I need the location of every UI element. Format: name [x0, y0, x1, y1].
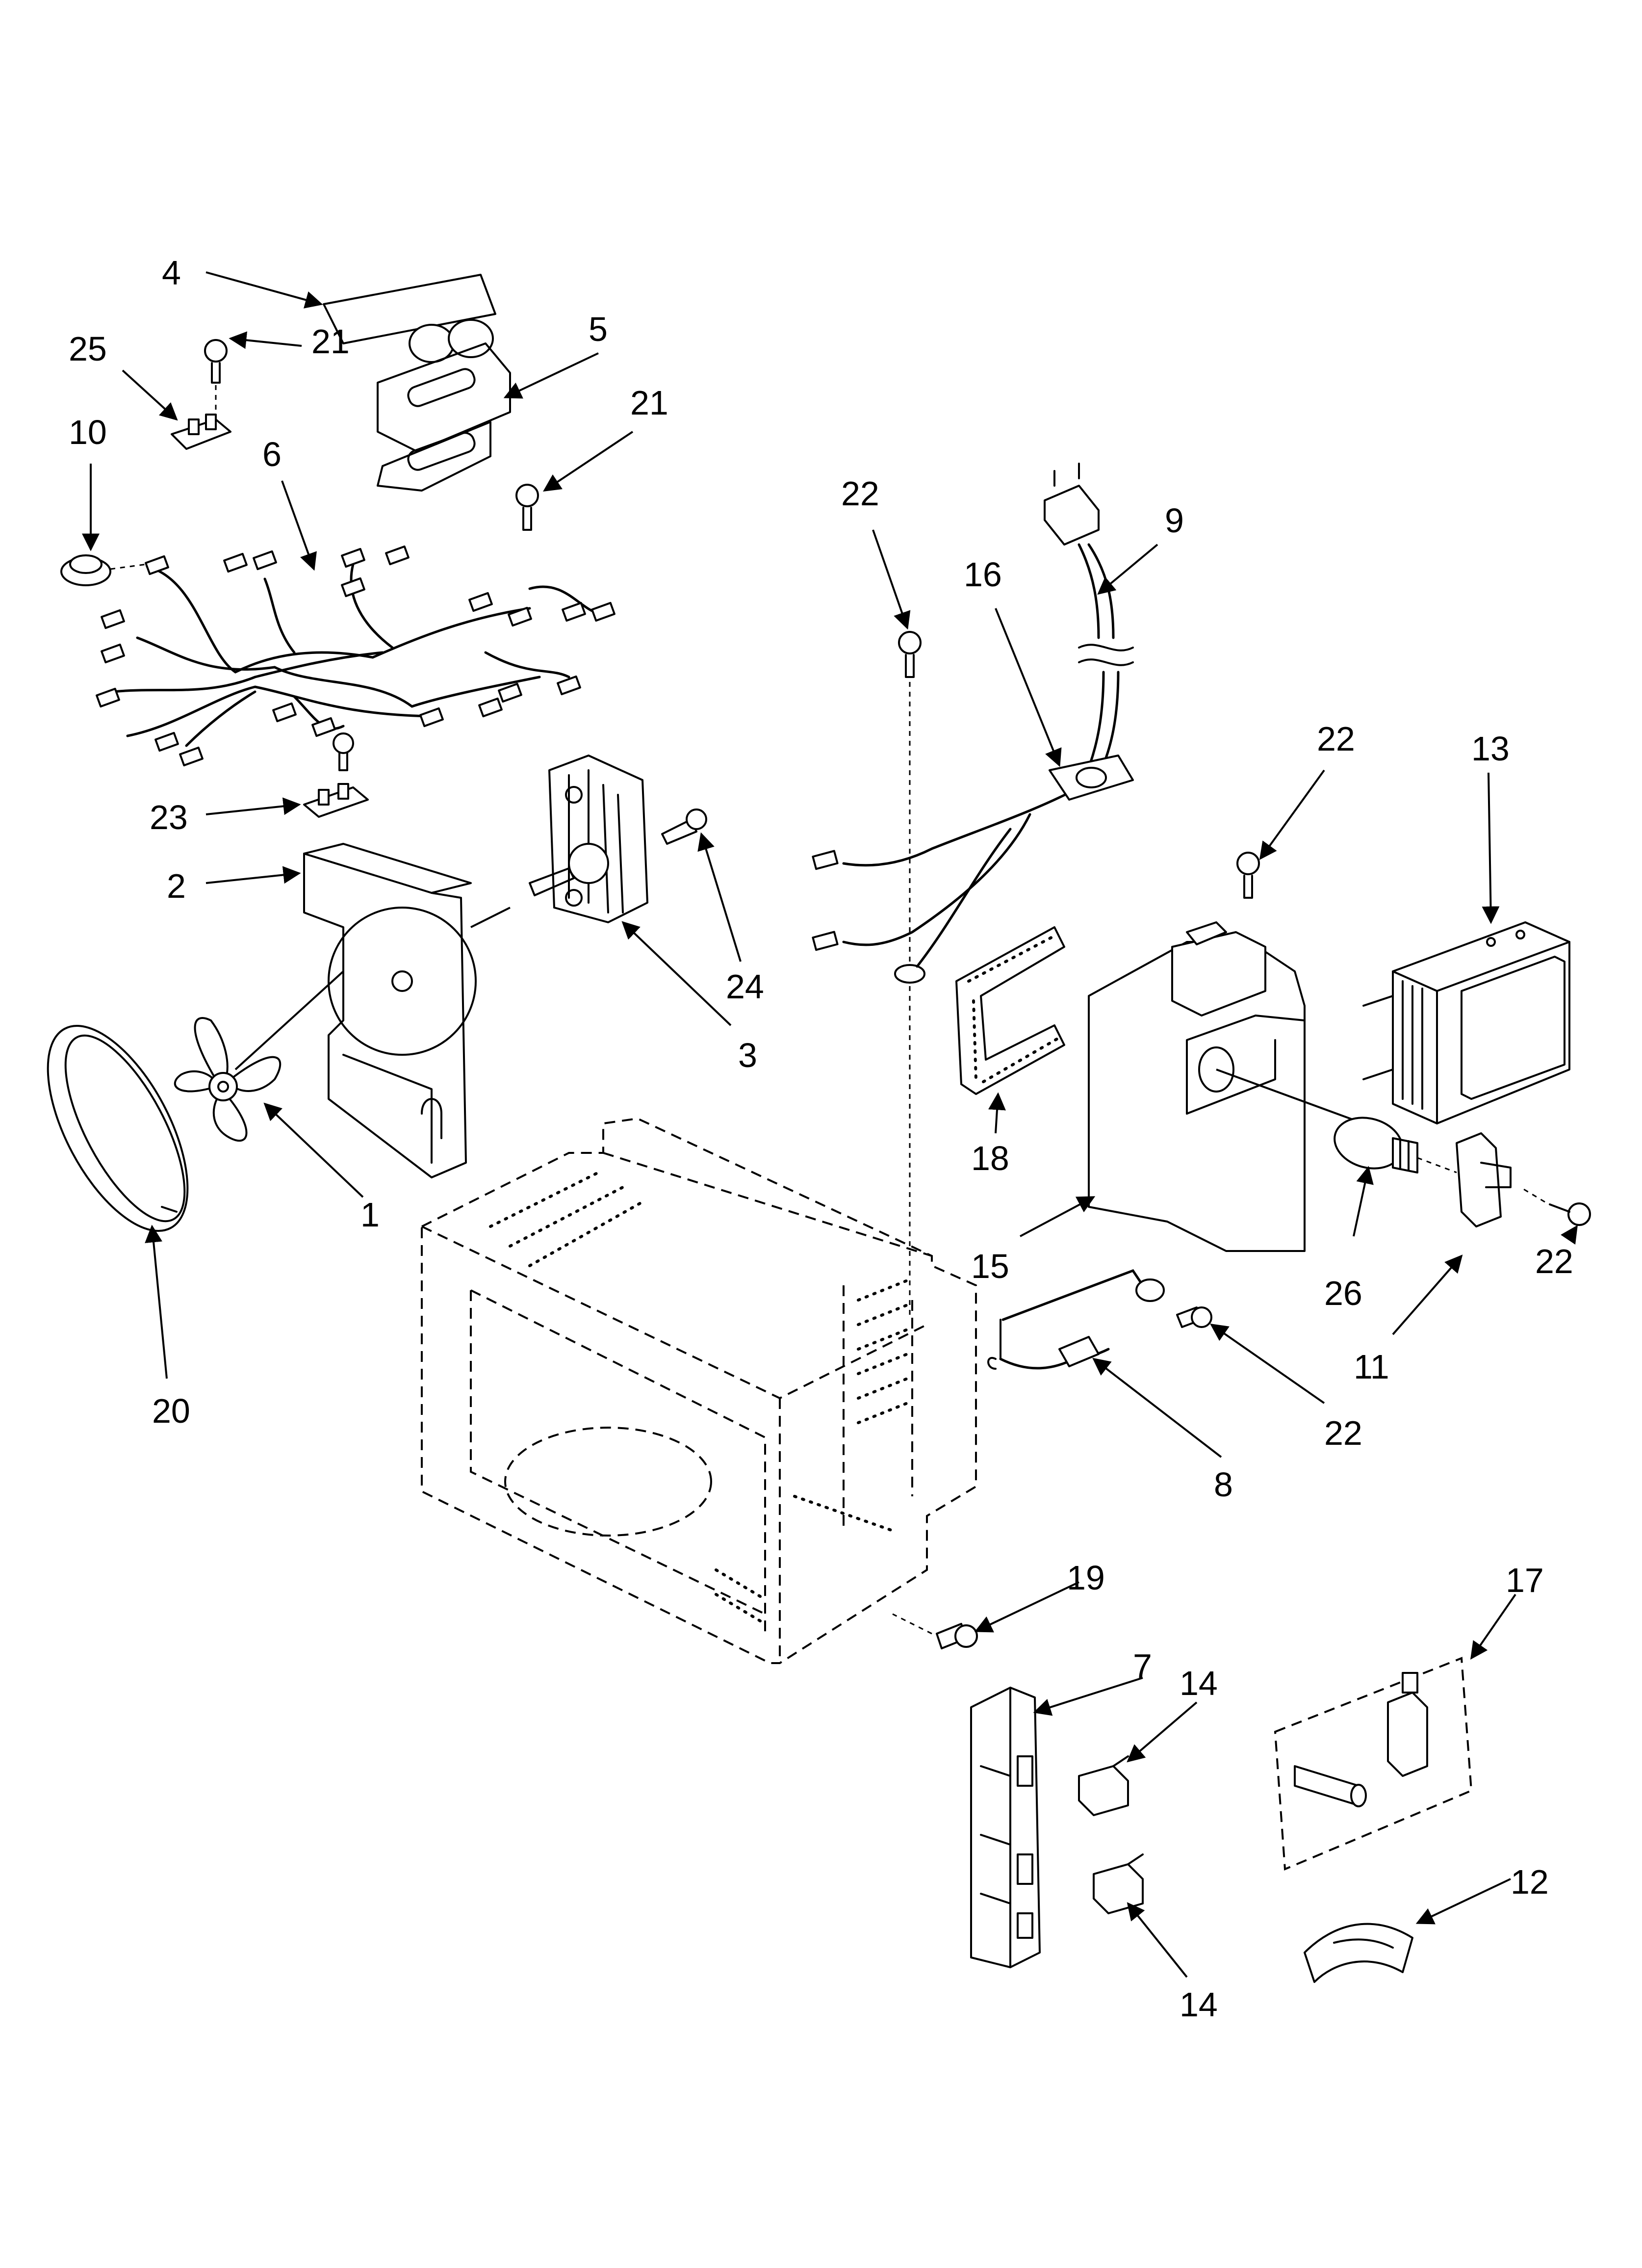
callout-22: 22 [841, 474, 879, 513]
part-magnetron [1362, 921, 1570, 1124]
part-screw-22d [1176, 1306, 1212, 1328]
part-screw-22c [1520, 1186, 1591, 1226]
callout-6: 6 [262, 435, 282, 473]
callout-12: 12 [1511, 1863, 1549, 1901]
part-fan-shroud [47, 1025, 189, 1232]
callout-3: 3 [738, 1036, 757, 1074]
part-screw-24 [661, 808, 707, 845]
shaft-alignment-line [470, 907, 511, 928]
part-power-cord [812, 463, 1134, 968]
part-thermostat [60, 554, 111, 586]
oven-chassis-outline [421, 1117, 977, 1664]
callout-18: 18 [971, 1139, 1009, 1177]
callout-labels: 4 25 21 5 21 10 6 22 9 16 22 13 23 2 24 … [69, 254, 1573, 2024]
callout-21: 21 [311, 322, 350, 361]
callout-11: 11 [1354, 1348, 1389, 1386]
part-fan-bracket [303, 843, 477, 1178]
callout-16: 16 [964, 555, 1002, 594]
part-fan-motor [529, 755, 648, 923]
part-screw-21a [204, 339, 228, 422]
callout-15: 15 [971, 1247, 1009, 1285]
callout-4: 4 [162, 254, 181, 292]
callout-2: 2 [167, 867, 186, 905]
part-wire-harness [96, 545, 616, 767]
callout-17: 17 [1506, 1561, 1544, 1599]
callout-7: 7 [1133, 1647, 1152, 1685]
part-capacitor-bracket [377, 342, 511, 492]
part-latch-bracket [970, 1687, 1041, 1968]
part-screw-22a [894, 631, 925, 1315]
callout-21: 21 [630, 384, 668, 422]
callout-22: 22 [1535, 1242, 1573, 1280]
part-relay-25 [171, 414, 231, 450]
part-service-kit [1274, 1657, 1473, 1871]
callout-20: 20 [152, 1392, 190, 1430]
part-screw-21b [515, 484, 539, 531]
callout-22: 22 [1317, 720, 1355, 758]
callout-5: 5 [589, 310, 608, 348]
callout-26: 26 [1324, 1274, 1362, 1312]
part-cover-piece [1304, 1923, 1413, 1983]
callout-24: 24 [726, 967, 764, 1006]
part-waveguide-cover [1088, 921, 1364, 1252]
part-thermal-fuse [987, 1269, 1165, 1370]
part-micro-switch-14b [1093, 1853, 1144, 1914]
part-capacitor [323, 274, 496, 363]
part-fan-blade [174, 970, 344, 1142]
callout-13: 13 [1471, 730, 1510, 768]
part-lamp-bulb [1334, 1117, 1418, 1173]
leader-arrows [82, 271, 1578, 1978]
callout-9: 9 [1165, 501, 1184, 540]
callout-10: 10 [69, 413, 107, 451]
part-screw-19 [892, 1613, 978, 1649]
part-lamp-socket [1417, 1132, 1512, 1227]
part-gasket [955, 926, 1065, 1095]
part-screw-22b [1236, 852, 1260, 899]
callout-1: 1 [360, 1196, 380, 1234]
callout-25: 25 [69, 330, 107, 368]
part-micro-switch-14a [1078, 1755, 1129, 1816]
part-cord-clamp [1049, 755, 1134, 801]
callout-23: 23 [150, 798, 188, 836]
callout-14: 14 [1180, 1985, 1218, 2024]
part-relay-23 [303, 732, 369, 818]
callout-19: 19 [1067, 1559, 1105, 1597]
callout-14: 14 [1180, 1664, 1218, 1702]
callout-22: 22 [1324, 1414, 1362, 1452]
callout-8: 8 [1214, 1465, 1233, 1504]
